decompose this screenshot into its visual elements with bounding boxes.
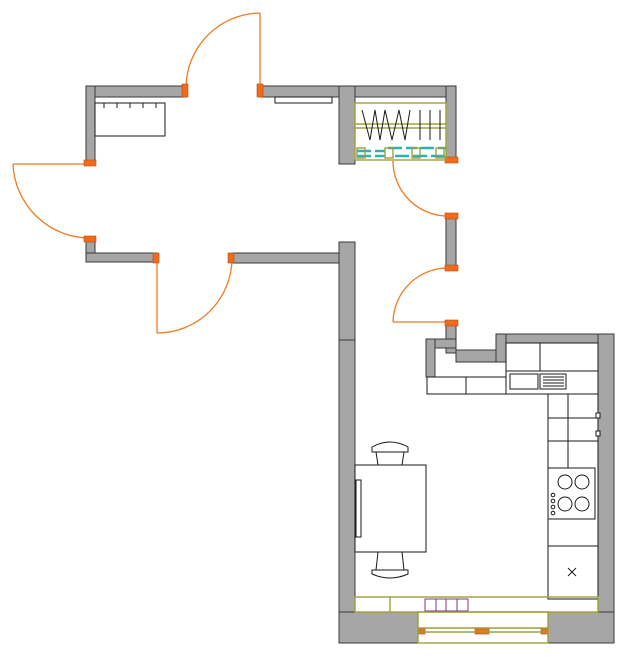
- wall-upper-left-bottom: [85, 252, 158, 263]
- door-top-arc: [185, 12, 261, 89]
- stove-knob: [550, 498, 556, 504]
- wall-upper-left-top: [85, 85, 187, 98]
- door-left-arc: [12, 163, 91, 239]
- door-hinge-icon: [83, 159, 97, 167]
- wall-wardrobe-west: [338, 85, 356, 165]
- dining-table: [354, 464, 427, 553]
- door-hinge-icon: [474, 627, 490, 635]
- stove-knob: [550, 504, 556, 510]
- door-hinge-icon: [444, 264, 459, 272]
- dining-chair: [371, 551, 409, 579]
- door-hinge-icon: [227, 252, 235, 264]
- fridge-tall: [505, 342, 599, 372]
- door-hall1-arc: [392, 160, 451, 217]
- burner: [557, 474, 573, 490]
- wall-upper-mid-top: [259, 85, 457, 98]
- stove-knob: [550, 492, 556, 498]
- counter-north: [426, 376, 508, 395]
- dining-chair: [371, 441, 409, 466]
- wall-kitchen-south-left: [338, 611, 419, 644]
- dining-chair: [355, 479, 362, 538]
- wall-cabinet-knob: [595, 430, 601, 437]
- wall-upper-bottom-right: [231, 252, 355, 264]
- wall-kitchen-south-right: [547, 611, 615, 644]
- door-hall2-arc: [392, 267, 451, 323]
- door-hinge-icon: [444, 156, 459, 164]
- sink-drainer: [539, 373, 567, 390]
- x-mark-icon: [567, 567, 577, 577]
- wardrobe: [354, 102, 447, 161]
- wall-kitchen-north-c: [455, 349, 497, 363]
- shelf-unit: [274, 96, 333, 104]
- upper-left-furniture: [94, 96, 333, 137]
- wall-corridor-west: [338, 241, 356, 341]
- door-hinge-icon: [152, 252, 160, 264]
- door-hinge-icon: [417, 627, 426, 635]
- door-hinge-icon: [181, 83, 189, 98]
- door-hinge-icon: [256, 83, 264, 98]
- burner: [574, 496, 590, 512]
- stove-knob: [550, 510, 556, 516]
- wardrobe-hangers: [361, 109, 411, 141]
- kitchen: [354, 342, 601, 644]
- sink-basin: [509, 373, 539, 390]
- wall-hall-pillar: [445, 215, 457, 269]
- doors: [12, 12, 451, 334]
- door-hinge-icon: [444, 212, 459, 220]
- burner: [574, 474, 590, 490]
- wall-kitchen-north-e: [495, 333, 507, 363]
- wall-kitchen-north-d: [495, 333, 615, 344]
- wardrobe-frame: [354, 102, 447, 161]
- wall-upper-east: [445, 85, 457, 161]
- wall-kitchen-west: [338, 339, 356, 644]
- door-hinge-icon: [540, 627, 549, 635]
- wall-cabinet-knob: [595, 412, 601, 419]
- burner: [557, 496, 573, 512]
- hinges: [83, 83, 549, 635]
- door-bottom-arc: [156, 257, 233, 334]
- door-hinge-icon: [444, 319, 459, 327]
- wall-kitchen-east: [597, 333, 615, 644]
- stove-top: [547, 467, 596, 520]
- dining: [354, 441, 427, 579]
- wall-kitchen-north-b: [425, 338, 436, 378]
- wall-upper-left-west: [85, 85, 96, 165]
- door-hinge-icon: [83, 235, 97, 243]
